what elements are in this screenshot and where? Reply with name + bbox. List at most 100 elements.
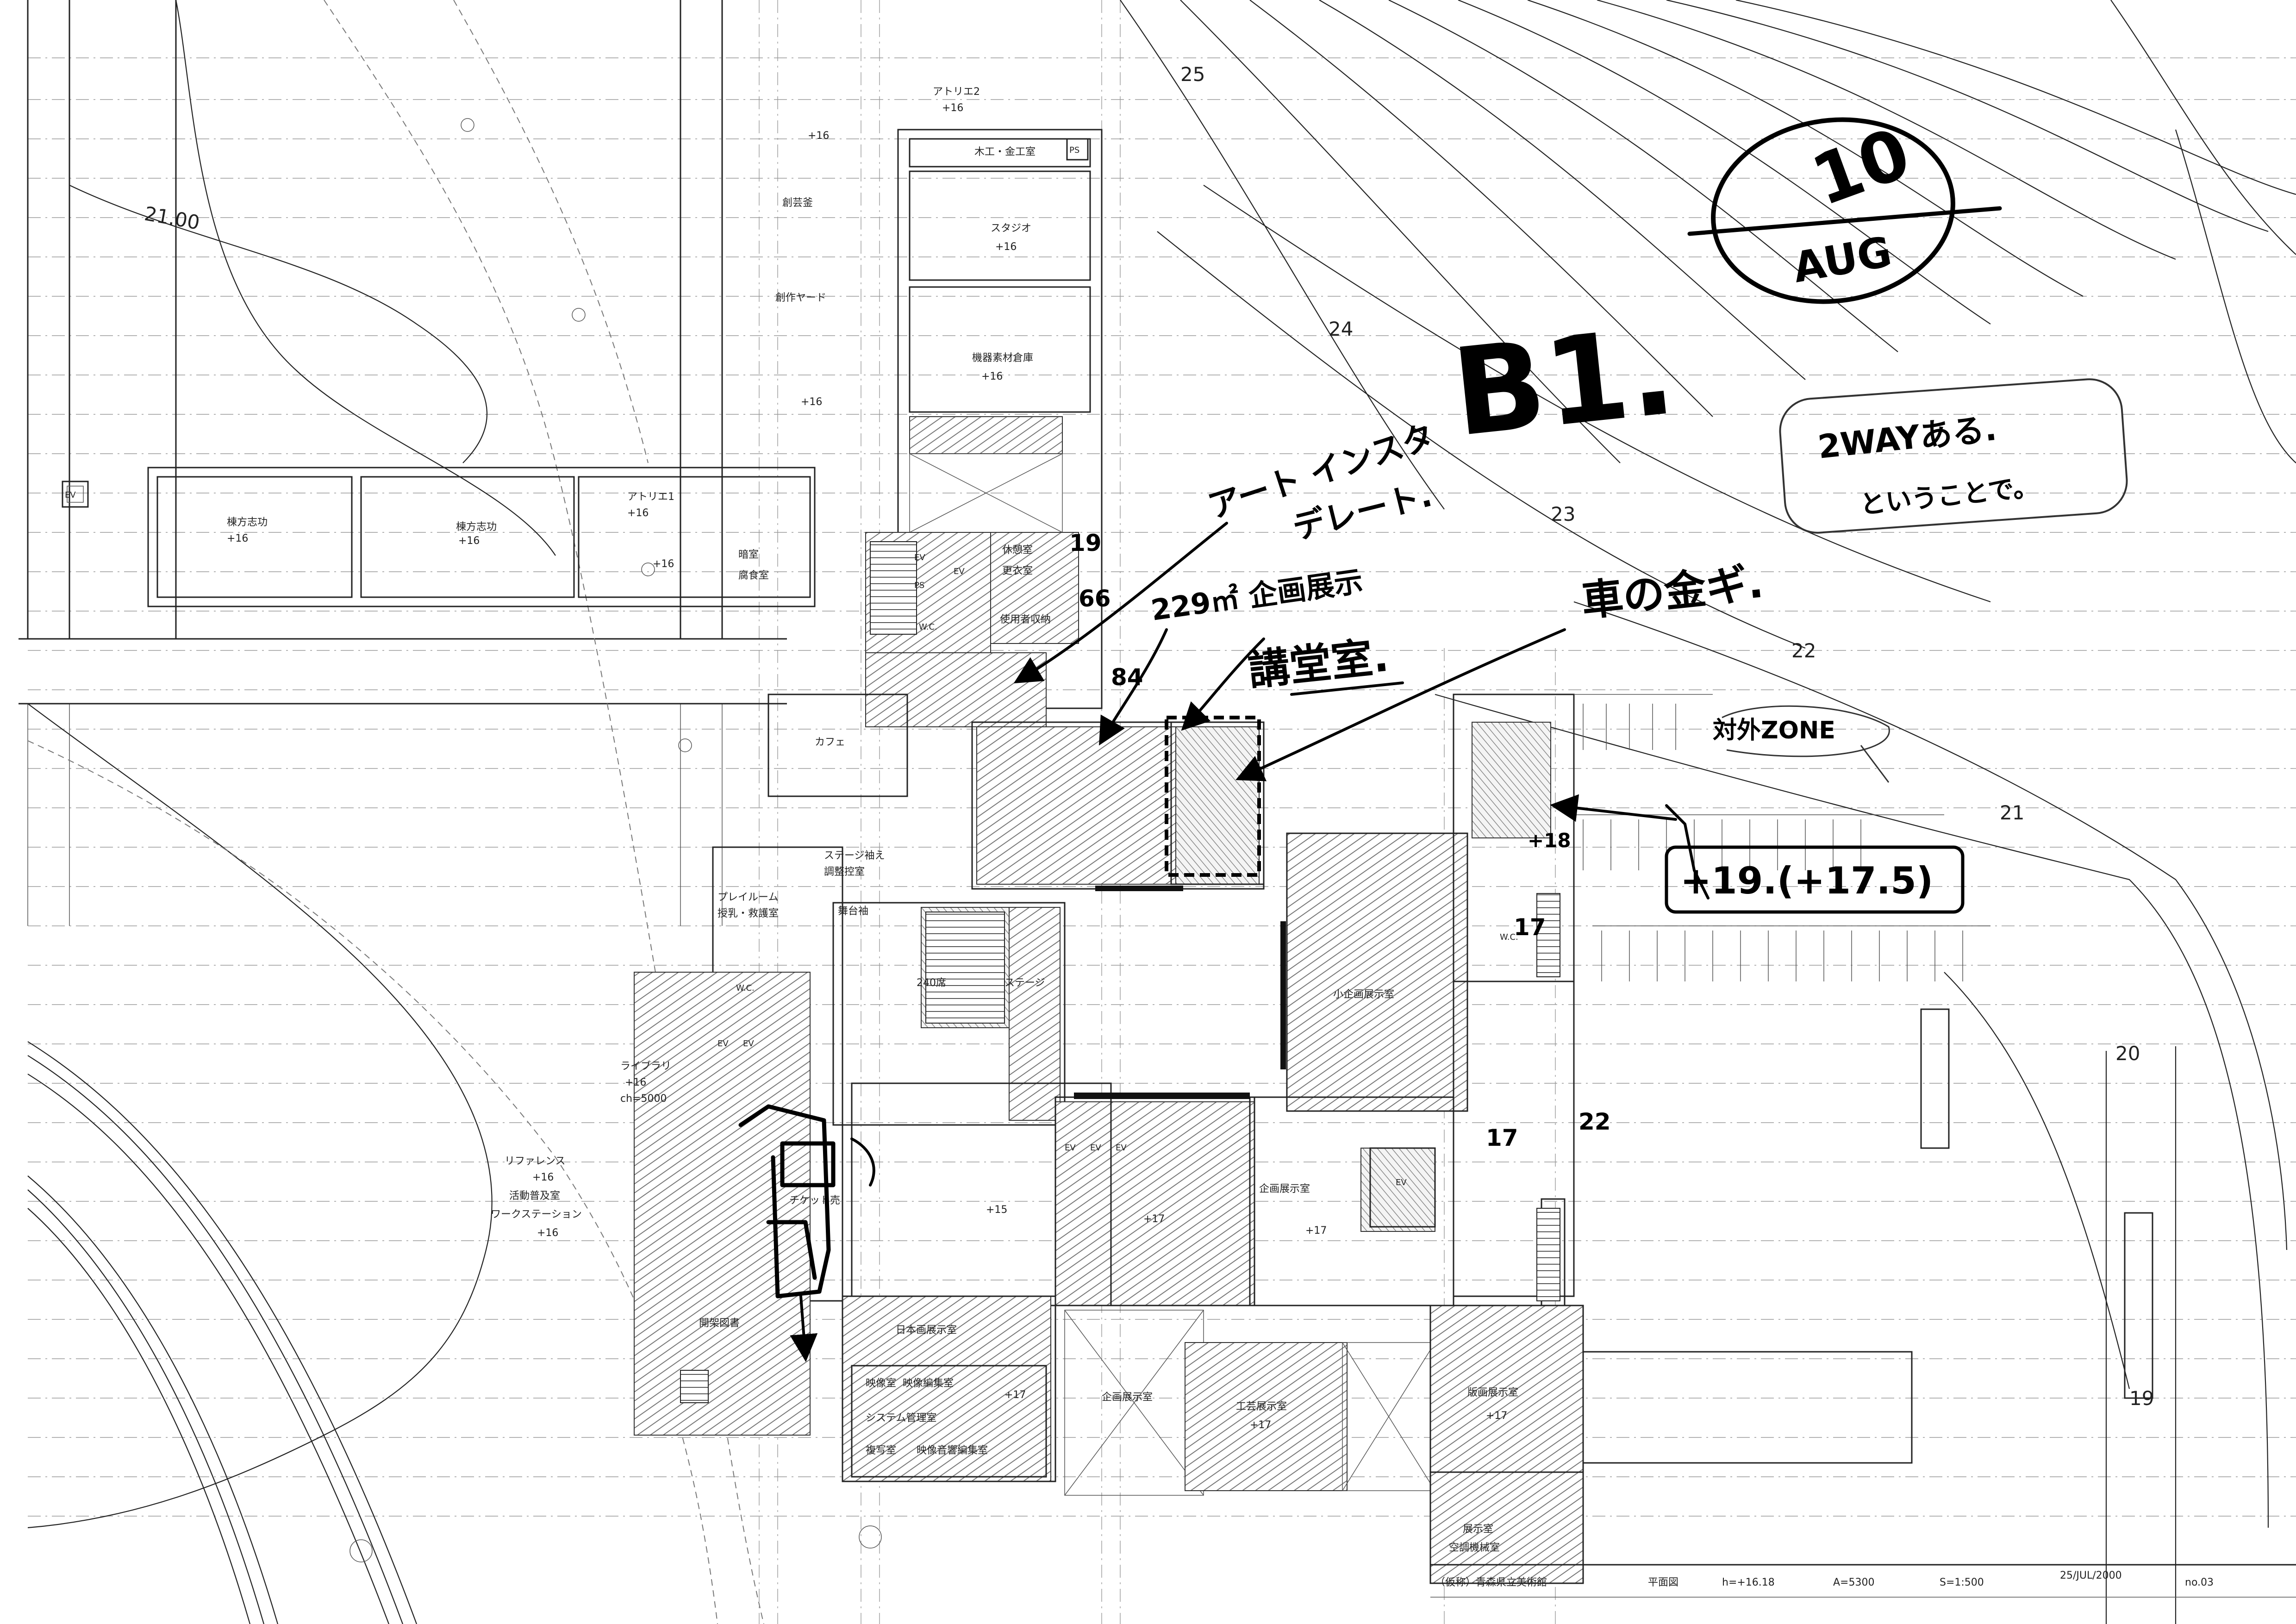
level-mark: +16 [808,130,829,142]
room-cafe: カフェ [815,737,845,748]
title-area: A=5300 [1833,1577,1874,1588]
building-west-wing [62,467,816,607]
note-17-b: 17 [1486,1124,1518,1151]
two-way-note-2: ということで。 [1859,472,2040,520]
room-print-level: +17 [1486,1410,1507,1422]
room-craft-gallery: 工芸展示室 [1236,1401,1287,1412]
terrain-contours [1120,0,2296,1528]
stairs-and-walls [680,541,1560,1403]
title-number: no.03 [2185,1577,2214,1588]
contour-label-24: 24 [1329,318,1353,340]
note-84: 84 [1111,664,1143,691]
contour-label-23: 23 [1551,503,1575,525]
room-print-gallery: 版画展示室 [1467,1387,1518,1399]
room-video: 映像室 [866,1378,896,1389]
wc-east: W.C. [1500,932,1518,942]
note-66: 66 [1079,585,1111,612]
room-darkroom: 暗室 [738,549,759,561]
room-system: システム管理室 [866,1412,936,1424]
room-atelier1-level-2: +16 [653,558,674,570]
room-lighting: 調整控室 [824,866,865,878]
building-galleries [842,693,1913,1584]
room-gallery-level: +17 [1143,1213,1165,1225]
room-atelier1: アトリエ1 [627,491,674,503]
room-studio-level: +16 [995,241,1017,253]
level-mark-2: +16 [801,396,822,408]
room-atelier2-level: +16 [942,102,963,114]
room-air: 空調機械室 [1449,1542,1500,1554]
ev-west-2: EV [743,1039,754,1049]
two-way-note-box [1779,378,2128,534]
room-library: ライブラリ [620,1061,671,1072]
ev-west-1: EV [718,1039,729,1049]
wc-play: W.C. [736,983,755,993]
room-user-storage: 使用者収納 [1000,614,1051,625]
title-block: （仮称）青森県立美術館 平面図 h=+16.18 A=5300 S=1:500 … [1430,1564,2296,1598]
room-atelier2: アトリエ2 [933,86,980,98]
room-sosaku-yard: 創作ヤード [775,292,826,304]
date-stamp-day: 10 [1802,113,1921,222]
note-plus-18: +18 [1528,829,1571,852]
note-exhibit-area: 229㎡ 企画展示 [1149,564,1365,627]
ev-core-2: EV [954,567,965,576]
room-workstation: ワークステーション [491,1209,582,1220]
contour-label-25: 25 [1180,63,1205,86]
contour-label-19: 19 [2129,1387,2154,1410]
room-exhibit-a-level: +17 [1305,1225,1327,1237]
room-seats: 240席 [917,977,946,989]
room-play-room: プレイルーム [718,892,778,903]
room-atelier1-level: +16 [627,507,649,519]
room-rest: 休憩室 [1002,544,1033,556]
room-exhibit-b: 企画展示室 [1102,1392,1153,1403]
date-stamp-month: AUG [1790,227,1896,293]
room-exhibit-c: 展示室 [1463,1524,1493,1535]
contour-label-21-00: 21.00 [143,202,201,234]
room-locker: 更衣室 [1002,565,1033,577]
contour-labels: 25 24 23 22 21 20 19 21.00 [143,63,2154,1410]
title-drawing: 平面図 [1648,1577,1678,1588]
note-level: +19.(+17.5) [1680,859,1933,902]
ev-gallery-1: EV [1065,1143,1076,1153]
room-kakata-2-level: +16 [458,535,480,547]
floor-label-b1: B1. [1447,301,1681,463]
room-labels: アトリエ2 +16 +16 木工・金工室 PS スタジオ +16 創芸釜 創作ヤ… [65,86,1518,1554]
room-nursing: 授乳・救護室 [718,908,779,919]
room-open-library: 開架図書 [699,1318,740,1329]
room-engeiba: 創芸釜 [782,197,813,209]
room-ps: PS [1069,145,1079,155]
room-stage-wings: ステージ袖え [824,850,885,862]
note-zone: 対外ZONE [1713,717,1835,744]
room-craft-level: +17 [1250,1419,1271,1431]
contour-label-20: 20 [2115,1042,2140,1065]
room-stage-under: 舞台袖 [838,906,868,917]
room-kakata-1-level: +16 [227,533,248,544]
date-stamp-circle [1711,117,1955,304]
ev-gallery-2: EV [1090,1143,1101,1153]
room-kakata-1: 棟方志功 [227,517,268,528]
room-workstation-level: +16 [537,1227,558,1239]
ps-core: PS [914,581,924,590]
room-video-edit: 映像編集室 [903,1378,954,1389]
contour-label-21: 21 [2000,801,2024,824]
tree-symbols [349,118,882,1562]
note-22: 22 [1578,1108,1611,1135]
parking-area [1369,693,2177,1624]
room-ch: ch=5000 [620,1093,667,1105]
room-library-level: +16 [625,1077,646,1088]
ev-east: EV [1396,1178,1407,1187]
room-equipment-level: +16 [981,371,1003,382]
building-core [767,532,1265,890]
site-frame [19,0,787,926]
room-activity: 活動普及室 [509,1190,560,1202]
room-ticket: チケット売 [789,1195,840,1206]
room-reference-level: +16 [532,1172,554,1183]
title-scale: S=1:500 [1940,1577,1984,1588]
room-exhibit-a: 企画展示室 [1259,1183,1310,1195]
room-japanese-painting: 日本画展示室 [896,1324,957,1336]
ev-gallery-3: EV [1116,1143,1127,1153]
ev-left: EV [65,490,76,500]
room-center-level: +15 [986,1204,1007,1216]
room-video-level: +17 [1004,1389,1026,1401]
room-reference: リファレンス [505,1156,566,1167]
